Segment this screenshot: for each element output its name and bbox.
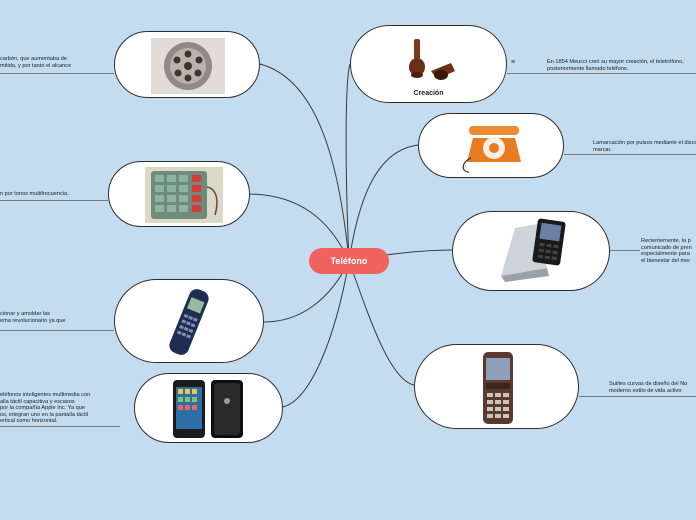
video-phone-image bbox=[501, 218, 566, 282]
node-video-phone[interactable] bbox=[452, 211, 610, 291]
note-right2: Lamarcación por pulsos mediante el disco… bbox=[593, 140, 696, 153]
nokia-phone-image bbox=[169, 289, 209, 355]
underline-right2 bbox=[564, 154, 696, 155]
node-mobile-nokia[interactable] bbox=[114, 279, 264, 363]
link-right2 bbox=[348, 144, 419, 262]
underline-right4 bbox=[579, 396, 696, 397]
iphone-image bbox=[173, 380, 243, 438]
link-left4 bbox=[282, 260, 350, 408]
link-right1 bbox=[345, 63, 351, 262]
node-nokia-classic[interactable] bbox=[414, 344, 579, 429]
rotary-phone-image bbox=[462, 126, 521, 173]
link-right4 bbox=[348, 260, 415, 386]
note-right4: Sutiles curvas de diseño del No moderno … bbox=[609, 381, 688, 394]
central-topic[interactable]: Teléfono bbox=[309, 248, 389, 274]
underline-right3 bbox=[610, 250, 640, 251]
carbon-microphone-image bbox=[151, 38, 225, 94]
underline-left4 bbox=[0, 426, 120, 427]
note-left4: eléfonos inteligentes multimedia con all… bbox=[0, 392, 91, 425]
note-right3: Recientemente, la p comunicado de pren e… bbox=[641, 238, 692, 264]
underline-left2 bbox=[0, 200, 108, 201]
nokia-classic-image bbox=[483, 352, 513, 424]
hamburger-icon[interactable]: ≡ bbox=[510, 59, 516, 66]
node-rotary-phone[interactable] bbox=[418, 113, 564, 178]
note-left1: carbón, que aumentaba de mitida, y por t… bbox=[0, 56, 72, 69]
node-carbon-microphone[interactable] bbox=[114, 31, 260, 98]
note-right1: En 1854 Meucci creó su mayor creación, e… bbox=[547, 59, 684, 72]
node-creation[interactable]: Creación bbox=[350, 25, 507, 103]
creation-label: Creación bbox=[413, 90, 444, 97]
meucci-telephone-image bbox=[409, 39, 455, 80]
link-left1 bbox=[259, 63, 350, 262]
note-left2: n por tonos multifrecuencia. bbox=[0, 191, 69, 197]
keypad-image bbox=[145, 167, 223, 223]
underline-right1 bbox=[507, 73, 696, 74]
underline-left1 bbox=[0, 73, 114, 74]
note-left3: cionar y amoldar las ema revolucionario … bbox=[0, 311, 66, 324]
node-iphone[interactable] bbox=[134, 373, 283, 443]
node-keypad[interactable] bbox=[108, 161, 250, 227]
underline-left3 bbox=[0, 330, 114, 331]
